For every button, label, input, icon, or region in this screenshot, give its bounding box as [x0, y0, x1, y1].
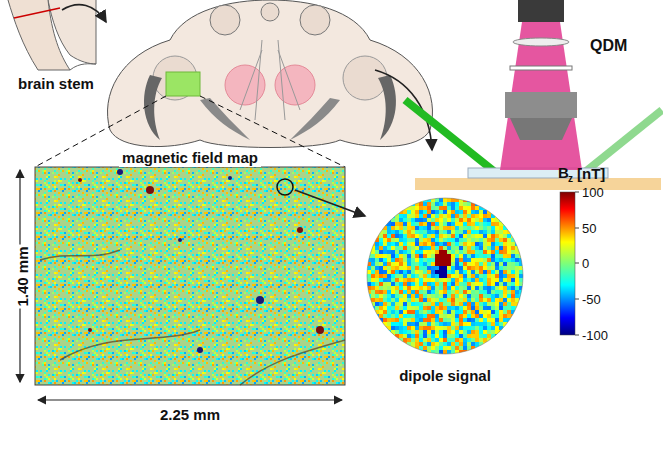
- axis-unit: [nT]: [577, 166, 605, 181]
- axis-title: B: [558, 165, 569, 180]
- connector-arrow: [295, 190, 365, 216]
- qdm-microscope: [405, 0, 662, 190]
- brain-stem-sketch: [8, 0, 106, 70]
- dimension: 2.25 mm: [160, 407, 220, 422]
- dimension: 1.40 mm: [15, 244, 30, 308]
- field-map: [20, 167, 345, 400]
- tick-label: 100: [582, 186, 604, 199]
- tick-label: -100: [582, 329, 608, 342]
- tick-label: 0: [582, 257, 589, 270]
- part-label: brain stem: [18, 76, 94, 91]
- dipole-panel: dipole signal: [367, 198, 523, 384]
- dipole-map: [367, 192, 579, 358]
- panel-title: dipole signal: [396, 368, 494, 385]
- field-map-panel: magnetic field map: [35, 150, 345, 385]
- tick-label: 50: [582, 222, 596, 235]
- tick-label: -50: [582, 293, 601, 306]
- instrument-label: QDM: [590, 38, 627, 54]
- brainstem-section: [35, 0, 433, 167]
- panel-title: magnetic field map: [119, 150, 261, 167]
- axis-subscript: z: [568, 174, 573, 184]
